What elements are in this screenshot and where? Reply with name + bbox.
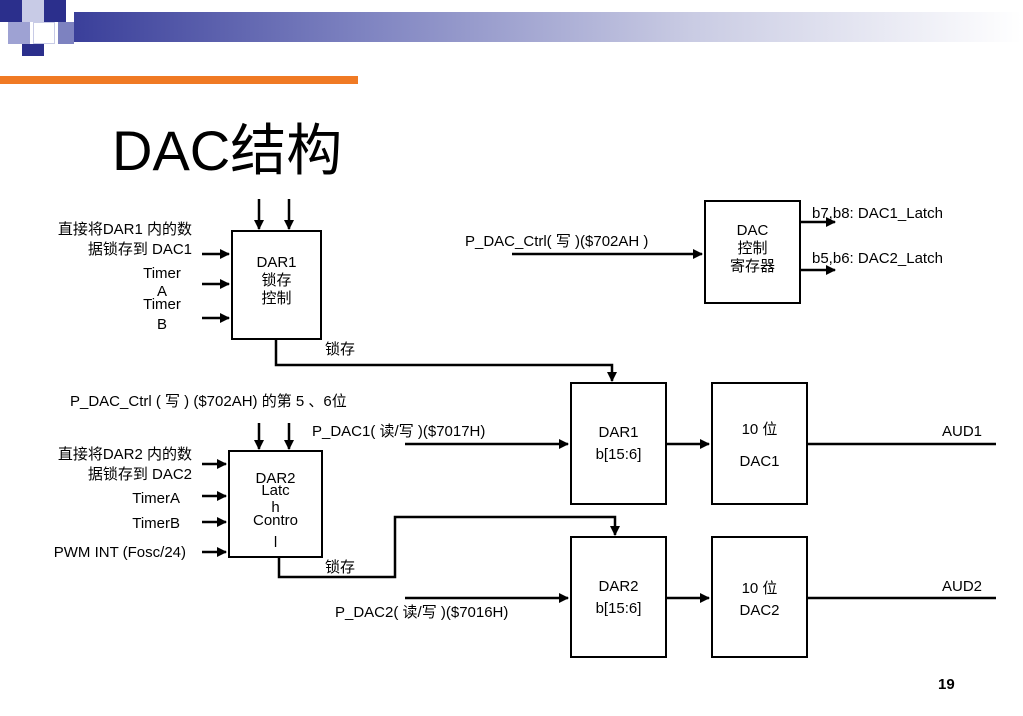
dar1-direct-latch-label: 直接将DAR1 内的数 据锁存到 DAC1 <box>57 221 192 258</box>
dar2-latch-label-line2: Latc h <box>261 482 290 516</box>
dac-control-register-label: DAC 控制 寄存器 <box>729 222 775 275</box>
dar2-timer-b-label: TimerB <box>132 515 180 532</box>
dar1-register-label: DAR1 b[15:6] <box>595 424 642 463</box>
header-orange-line <box>0 76 358 84</box>
dac2-box: 10 位 DAC2 <box>711 536 808 658</box>
dar2-latch-label-line3: Contro l <box>252 512 299 551</box>
dar2-direct-latch-label: 直接将DAR2 内的数 据锁存到 DAC2 <box>57 446 192 483</box>
slide-title: DAC结构 <box>112 119 343 182</box>
header-square-6 <box>58 22 74 44</box>
dar2-pwm-int-label: PWM INT (Fosc/24) <box>53 544 186 561</box>
dac1-latch-bits-label: b7,b8: DAC1_Latch <box>812 205 943 222</box>
p-dac2-input-label: P_DAC2( 读/写 )($7016H) <box>335 604 509 621</box>
dac-ctrl-input-label: P_DAC_Ctrl( 写 )($702AH ) <box>465 233 649 250</box>
dac2-latch-bits-label: b5,b6: DAC2_Latch <box>812 250 943 267</box>
dar2-register-box: DAR2 b[15:6] <box>570 536 667 658</box>
header-square-1 <box>0 0 22 22</box>
header-square-3 <box>44 0 66 22</box>
dac-control-register-box: DAC 控制 寄存器 <box>704 200 801 304</box>
dar1-latch-control-box: DAR1 锁存 控制 <box>231 230 322 340</box>
dar1-timer-b-label: Timer B <box>143 296 181 333</box>
aud2-output-label: AUD2 <box>942 578 983 595</box>
header-square-5 <box>33 22 55 44</box>
dar2-register-label: DAR2 b[15:6] <box>595 578 642 617</box>
dac-ctrl-bits-note: P_DAC_Ctrl ( 写 ) ($702AH) 的第 5 、6位 <box>70 393 347 410</box>
header-square-2 <box>22 0 44 22</box>
p-dac1-input-label: P_DAC1( 读/写 )($7017H) <box>312 423 486 440</box>
header-gradient-bar <box>74 12 1022 42</box>
dar1-timer-a-label: Timer A <box>143 265 181 300</box>
dar1-latch-control-label: DAR1 锁存 控制 <box>256 254 297 307</box>
dac1-box: 10 位 DAC1 <box>711 382 808 505</box>
dar1-register-box: DAR1 b[15:6] <box>570 382 667 505</box>
dar2-timer-a-label: TimerA <box>132 490 180 507</box>
header-square-7 <box>22 44 44 56</box>
dac1-label: 10 位 DAC1 <box>739 421 780 470</box>
dac2-label: 10 位 DAC2 <box>739 580 780 619</box>
header-square-4 <box>8 22 30 44</box>
page-number: 19 <box>938 676 955 693</box>
dar1-latch-output-label: 锁存 <box>325 341 356 358</box>
dar2-latch-label-line1: DAR2 <box>255 470 296 487</box>
aud1-output-label: AUD1 <box>942 423 983 440</box>
dar2-latch-control-box: DAR2 Latc h Contro l <box>228 450 323 558</box>
dar2-latch-output-label: 锁存 <box>325 559 356 576</box>
